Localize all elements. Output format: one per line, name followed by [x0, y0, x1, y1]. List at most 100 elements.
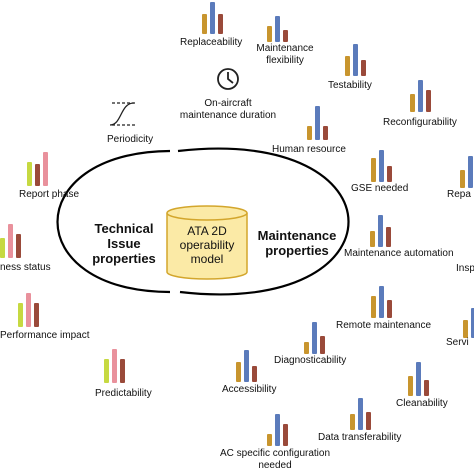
remote-maintenance-label: Remote maintenance [336, 320, 432, 331]
bar-chart-icon-bar [378, 215, 383, 247]
bar-chart-icon-bar [358, 398, 363, 430]
bar-chart-icon-bar [267, 434, 272, 446]
cleanability-label: Cleanability [396, 398, 448, 409]
bar-chart-icon-bar [304, 342, 309, 354]
bar-chart-icon-bar [416, 362, 421, 396]
replaceability-label: Replaceability [180, 37, 243, 48]
accessibility-label: Accessibility [222, 384, 277, 395]
bar-chart-icon-bar [460, 170, 465, 188]
bar-chart-icon-bar [424, 380, 429, 396]
bar-chart-icon-bar [18, 303, 23, 327]
bar-chart-icon-bar [315, 106, 320, 140]
bar-chart-icon-bar [387, 300, 392, 318]
periodicity-label: Periodicity [107, 134, 154, 145]
bar-chart-icon-bar [218, 14, 223, 34]
readiness-status-label: ness status [0, 262, 51, 273]
bar-chart-icon-bar [471, 308, 474, 338]
maintenance-properties-title: Maintenance properties [257, 228, 337, 258]
bar-chart-icon-bar [312, 322, 317, 354]
ac-specific-configuration-label: AC specific configuration needed [219, 448, 331, 471]
performance-impact-bar-chart-icon [18, 293, 42, 327]
on-aircraft-maintenance-duration-label: On-aircraft maintenance duration [179, 98, 277, 121]
repairability-label: Repa [447, 189, 471, 200]
bar-chart-icon-bar [361, 60, 366, 76]
bar-chart-icon-bar [387, 166, 392, 182]
bar-chart-icon-bar [35, 164, 40, 186]
accessibility-bar-chart-icon [236, 348, 260, 382]
data-transferability-label: Data transferability [318, 432, 402, 443]
maintenance-automation-bar-chart-icon [370, 213, 394, 247]
bar-chart-icon-bar [371, 158, 376, 182]
bar-chart-icon-bar [307, 126, 312, 140]
bar-chart-icon-bar [345, 56, 350, 76]
data-transferability-bar-chart-icon [350, 396, 374, 430]
technical-issue-properties-title: Technical Issue properties [92, 221, 156, 266]
predictability-label: Predictability [95, 388, 152, 399]
bar-chart-icon-bar [0, 238, 5, 258]
s-curve-icon [109, 102, 136, 126]
serviceability-label: Servi [446, 337, 469, 348]
bar-chart-icon-bar [371, 296, 376, 318]
remote-maintenance-bar-chart-icon [371, 284, 395, 318]
bar-chart-icon-bar [370, 231, 375, 247]
inspectability-label: Insp [456, 263, 474, 274]
bar-chart-icon-bar [350, 414, 355, 430]
bar-chart-icon-bar [16, 234, 21, 258]
human-resource-label: Human resource [272, 144, 346, 155]
bar-chart-icon-bar [236, 362, 241, 382]
bar-chart-icon-bar [283, 30, 288, 42]
bar-chart-icon-bar [379, 150, 384, 182]
gse-needed-bar-chart-icon [371, 148, 395, 182]
performance-impact-label: Performance impact [0, 330, 90, 341]
bar-chart-icon-bar [410, 94, 415, 112]
maintenance-flexibility-label: Maintenance flexibility [256, 43, 314, 66]
bar-chart-icon-bar [323, 126, 328, 140]
diagnosticability-label: Diagnosticability [274, 355, 347, 366]
bar-chart-icon-bar [112, 349, 117, 383]
report-phase-label: Report phase [19, 189, 80, 200]
ac-specific-configuration-bar-chart-icon [267, 412, 291, 446]
bar-chart-icon-bar [353, 44, 358, 76]
right-arc [177, 147, 350, 296]
replaceability-bar-chart-icon [202, 0, 226, 34]
maintenance-automation-label: Maintenance automation [344, 248, 454, 259]
bar-chart-icon-bar [275, 414, 280, 446]
bar-chart-icon-bar [210, 2, 215, 34]
bar-chart-icon-bar [426, 90, 431, 112]
gse-needed-label: GSE needed [351, 183, 409, 194]
bar-chart-icon-bar [27, 162, 32, 186]
bar-chart-icon-bar [418, 80, 423, 112]
testability-label: Testability [328, 80, 372, 91]
diagnosticability-bar-chart-icon [304, 320, 328, 354]
maintenance-flexibility-bar-chart-icon [267, 8, 291, 42]
bar-chart-icon-bar [202, 14, 207, 34]
bar-chart-icon-bar [8, 224, 13, 258]
bar-chart-icon-bar [120, 359, 125, 383]
bar-chart-icon-bar [283, 424, 288, 446]
cleanability-bar-chart-icon [408, 362, 432, 396]
readiness-status-bar-chart-icon [0, 224, 24, 258]
reconfigurability-label: Reconfigurability [383, 117, 457, 128]
bar-chart-icon-bar [244, 350, 249, 382]
bar-chart-icon-bar [267, 26, 272, 42]
bar-chart-icon-bar [468, 156, 473, 188]
bar-chart-icon-bar [252, 366, 257, 382]
reconfigurability-bar-chart-icon [410, 78, 434, 112]
repairability-bar-chart-icon [460, 154, 474, 188]
bar-chart-icon-bar [386, 227, 391, 247]
serviceability-bar-chart-icon [463, 304, 474, 338]
model-label: ATA 2D operability model [179, 224, 235, 266]
bar-chart-icon-bar [320, 336, 325, 354]
left-arc [56, 149, 171, 294]
bar-chart-icon-bar [408, 376, 413, 396]
bar-chart-icon-bar [26, 293, 31, 327]
bar-chart-icon-bar [43, 152, 48, 186]
bar-chart-icon-bar [275, 16, 280, 42]
bar-chart-icon-bar [366, 412, 371, 430]
bar-chart-icon-bar [463, 320, 468, 338]
cylinder-icon [166, 205, 248, 280]
bar-chart-icon-bar [104, 359, 109, 383]
report-phase-bar-chart-icon [27, 152, 51, 186]
